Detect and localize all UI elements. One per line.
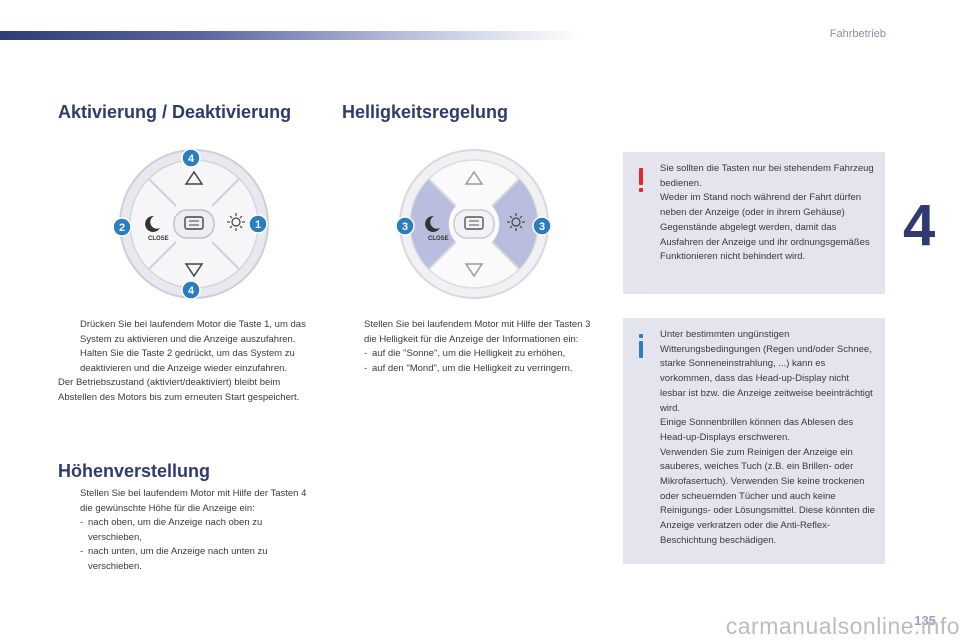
list-item: Halten Sie die Taste 2 gedrückt, um das … [80,348,295,374]
heading-aktivierung: Aktivierung / Deaktivierung [58,102,292,122]
down-arrow-icon [184,263,204,278]
list-item: Drücken Sie bei laufendem Motor die Tast… [80,319,306,345]
page-number: 135 [914,613,936,628]
down-arrow-icon [464,263,484,278]
sub-item: - auf die "Sonne", um die Helligkeit zu … [364,348,566,359]
sub-item: - nach oben, um die Anzeige nach oben zu… [80,517,263,543]
hoehe-text: Stellen Sie bei laufendem Motor mit Hilf… [58,487,310,574]
info-icon [639,334,643,358]
hud-display-icon [184,216,204,230]
warning-icon [639,168,643,192]
callout-4-top: 4 [188,153,195,165]
heading-hoehe: Höhenverstellung [58,461,211,481]
paragraph: Der Betriebszustand (aktiviert/deaktivie… [58,377,300,403]
callout-2: 2 [119,222,125,234]
warning-box: Sie sollten die Tasten nur bei stehendem… [623,152,885,294]
sub-item: - auf den "Mond", um die Helligkeit zu v… [364,362,573,374]
callout-4-bottom: 4 [188,285,195,297]
control-pad-diagram-2: CLOSE 3 3 [395,149,552,299]
warning-text: Sie sollten die Tasten nur bei stehendem… [660,163,874,263]
heading-helligkeit: Helligkeitsregelung [342,102,509,122]
up-arrow-icon [464,170,484,185]
hud-display-icon [464,216,484,230]
callout-3-right: 3 [539,221,545,233]
aktivierung-text: Drücken Sie bei laufendem Motor die Tast… [58,318,310,405]
moon-icon [145,215,160,232]
callout-1: 1 [255,219,261,231]
list-item: Stellen Sie bei laufendem Motor mit Hilf… [364,319,591,345]
info-text: Unter bestimmten ungünstigen Witterungsb… [660,329,875,546]
header-bar [0,31,580,40]
close-label: CLOSE [148,236,169,242]
list-item: Stellen Sie bei laufendem Motor mit Hilf… [80,488,307,514]
watermark: carmanualsonline.info [725,613,960,639]
control-pad-diagram-1: CLOSE 4 2 1 4 [114,148,269,300]
sun-icon [227,213,245,231]
moon-icon [425,215,440,232]
up-arrow-icon [184,170,204,185]
sub-item: - nach unten, um die Anzeige nach unten … [80,546,268,572]
info-box: Unter bestimmten ungünstigen Witterungsb… [623,318,885,564]
chapter-number: 4 [903,193,936,258]
helligkeit-text: Stellen Sie bei laufendem Motor mit Hilf… [342,318,602,376]
close-label: CLOSE [428,236,449,242]
section-title: Fahrbetrieb [829,28,886,40]
sun-icon [507,213,525,231]
callout-3-left: 3 [402,221,408,233]
